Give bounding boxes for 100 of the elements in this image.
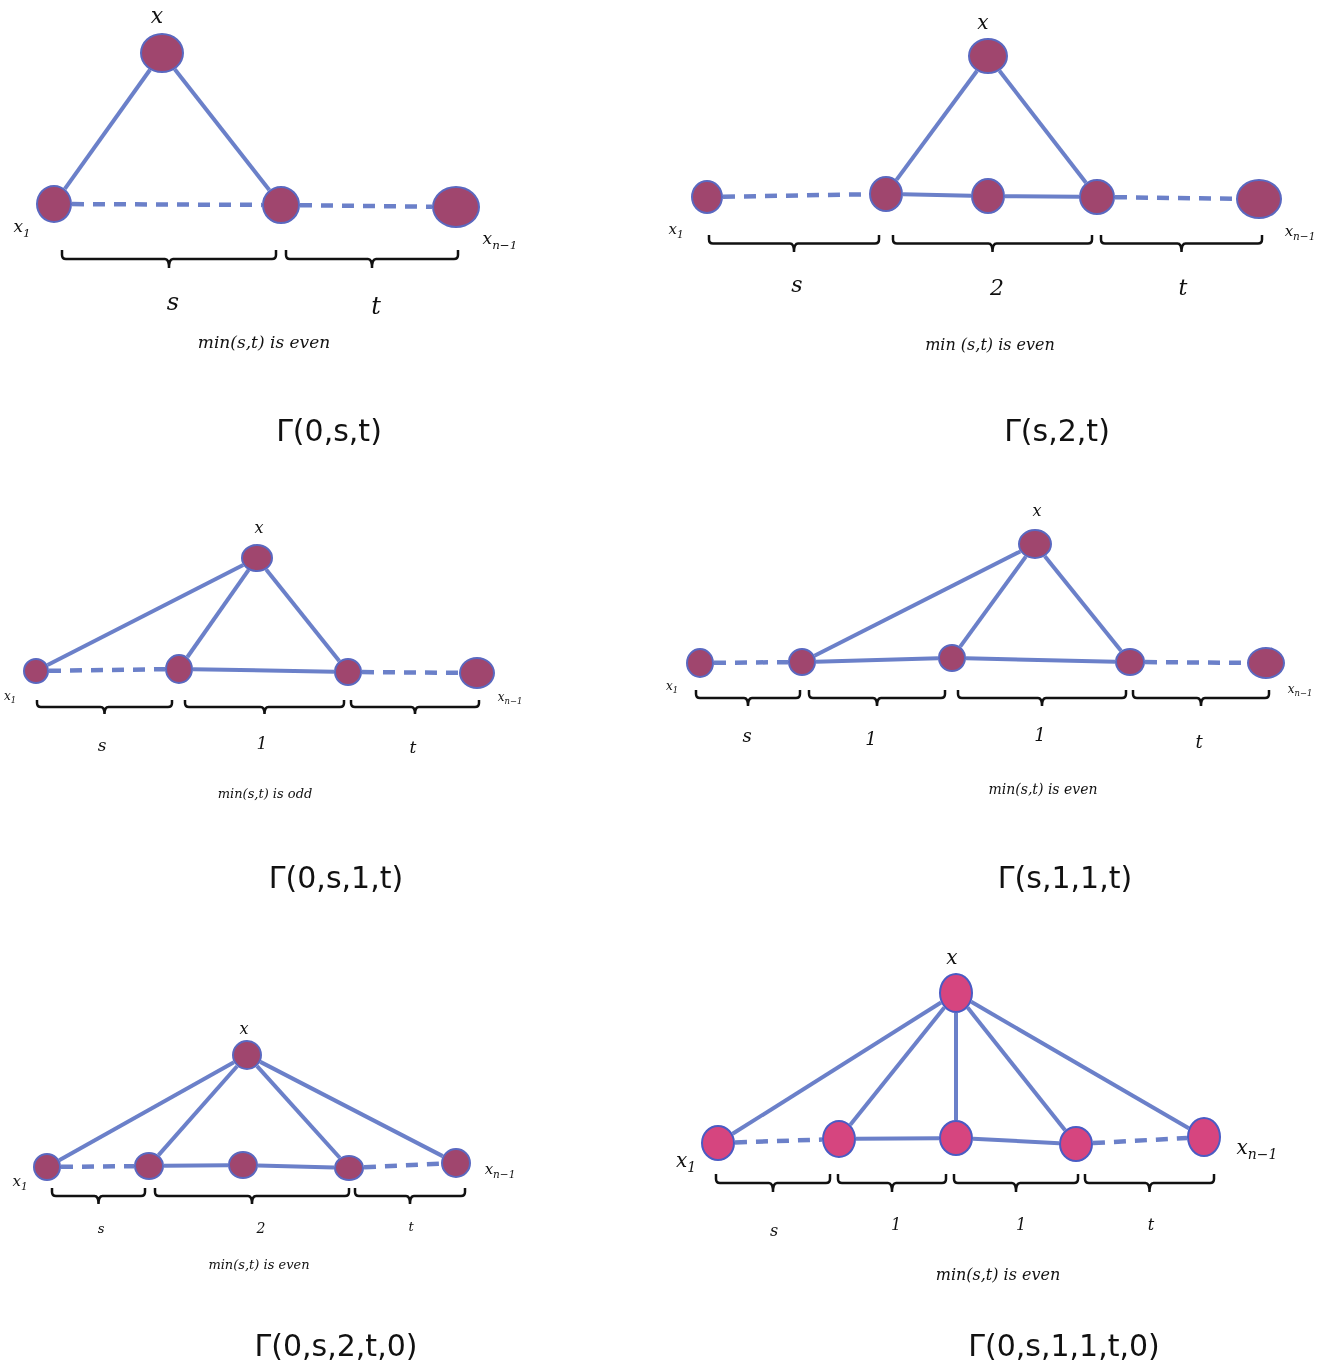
vertex bbox=[1236, 179, 1282, 219]
edge bbox=[173, 68, 271, 192]
condition-note: min(s,t) is even bbox=[197, 332, 331, 352]
vertex-label: x bbox=[977, 10, 989, 34]
dashed-edge bbox=[1092, 1135, 1188, 1146]
edge bbox=[58, 1060, 235, 1162]
vertex bbox=[140, 33, 184, 73]
vertex bbox=[228, 1151, 258, 1179]
edge bbox=[813, 549, 1022, 658]
edge bbox=[46, 563, 245, 667]
condition-note: min(s,t) is even bbox=[208, 1256, 310, 1272]
edge bbox=[731, 1000, 943, 1136]
vertex bbox=[232, 1040, 262, 1070]
dashed-edge bbox=[362, 669, 459, 676]
vertex bbox=[23, 658, 49, 684]
dashed-edge bbox=[713, 659, 789, 666]
edge bbox=[163, 1163, 229, 1168]
segment-length: t bbox=[409, 737, 417, 757]
vertex-label: x$_{n−1}$ bbox=[497, 689, 523, 707]
vertex-label: x$_{1}$ bbox=[3, 688, 17, 706]
edge bbox=[185, 568, 251, 659]
dashed-edge bbox=[734, 1137, 823, 1145]
edge bbox=[965, 656, 1116, 664]
vertex bbox=[241, 544, 273, 572]
segment-length: 2 bbox=[990, 274, 1004, 300]
segment-length: 1 bbox=[1034, 723, 1046, 745]
vertex-label: x$_{1}$ bbox=[13, 216, 31, 240]
vertex bbox=[968, 38, 1008, 74]
graph-name: Γ(0,s,1,1,t,0) bbox=[968, 1327, 1160, 1363]
edge bbox=[192, 667, 335, 674]
edge bbox=[259, 1060, 444, 1158]
vertex-label: x$_{1}$ bbox=[675, 1147, 697, 1175]
edge bbox=[848, 1006, 946, 1127]
condition-note: min(s,t) is even bbox=[935, 1264, 1061, 1284]
vertex bbox=[939, 973, 973, 1013]
vertex bbox=[686, 648, 714, 678]
edge bbox=[997, 69, 1088, 184]
vertex-label: x$_{n−1}$ bbox=[1287, 681, 1313, 699]
vertex bbox=[36, 185, 72, 223]
vertex bbox=[334, 658, 362, 686]
edge bbox=[966, 1006, 1067, 1132]
vertex-label: x bbox=[254, 517, 264, 537]
vertex bbox=[262, 186, 300, 224]
vertex-label: x bbox=[946, 945, 958, 969]
segment-length: s bbox=[791, 271, 803, 297]
vertex bbox=[165, 654, 193, 684]
dashed-edge bbox=[60, 1163, 135, 1170]
vertex bbox=[441, 1148, 471, 1178]
segment-length: s bbox=[769, 1220, 779, 1240]
vertex-label: x bbox=[1032, 500, 1042, 520]
vertex bbox=[701, 1125, 735, 1161]
segment-length: t bbox=[408, 1218, 414, 1234]
vertex bbox=[432, 186, 480, 228]
edge bbox=[1005, 194, 1079, 199]
vertex-label: x$_{n−1}$ bbox=[1284, 222, 1316, 242]
vertex bbox=[1059, 1126, 1093, 1162]
vertex bbox=[459, 657, 495, 689]
edge bbox=[157, 1064, 239, 1157]
vertex-label: x$_{1}$ bbox=[665, 678, 679, 696]
vertex bbox=[938, 644, 966, 672]
vertex bbox=[1115, 648, 1145, 676]
vertex bbox=[1018, 529, 1052, 559]
segment-length: 2 bbox=[256, 1220, 266, 1236]
edge bbox=[63, 68, 152, 190]
edge bbox=[264, 568, 341, 663]
edge bbox=[894, 69, 979, 181]
vertex bbox=[33, 1153, 61, 1181]
dashed-edge bbox=[48, 666, 166, 674]
segment-length: 1 bbox=[256, 733, 268, 753]
vertex bbox=[822, 1120, 856, 1158]
edge bbox=[954, 1013, 958, 1120]
condition-note: min(s,t) is odd bbox=[217, 785, 313, 801]
vertex bbox=[1187, 1117, 1221, 1157]
edge bbox=[970, 1000, 1190, 1130]
vertex-label: x$_{n−1}$ bbox=[484, 1160, 516, 1180]
vertex-label: x$_{1}$ bbox=[12, 1172, 28, 1192]
vertex-label: x bbox=[239, 1018, 249, 1038]
segment-length: s bbox=[97, 1220, 105, 1236]
vertex bbox=[134, 1152, 164, 1180]
graph-name: Γ(0,s,1,t) bbox=[268, 859, 404, 895]
vertex bbox=[1247, 647, 1285, 679]
segment-length: s bbox=[742, 724, 752, 746]
graph-name: Γ(0,s,2,t,0) bbox=[254, 1327, 418, 1363]
vertex bbox=[939, 1120, 973, 1156]
edge bbox=[972, 1136, 1060, 1146]
vertex-label: x bbox=[150, 2, 164, 28]
condition-note: min (s,t) is even bbox=[925, 334, 1055, 354]
segment-length: t bbox=[1178, 274, 1188, 300]
segment-length: 1 bbox=[865, 727, 877, 749]
segment-length: t bbox=[1147, 1214, 1155, 1234]
vertex bbox=[691, 180, 723, 214]
segment-length: t bbox=[1195, 730, 1203, 752]
segment-length: 1 bbox=[1015, 1214, 1027, 1234]
segment-length: s bbox=[166, 288, 180, 316]
condition-note: min(s,t) is even bbox=[988, 781, 1098, 797]
graph-name: Γ(s,2,t) bbox=[1004, 412, 1110, 448]
dashed-edge bbox=[299, 202, 433, 209]
edge bbox=[815, 656, 939, 664]
segment-length: 1 bbox=[890, 1214, 902, 1234]
edge bbox=[257, 1163, 335, 1170]
